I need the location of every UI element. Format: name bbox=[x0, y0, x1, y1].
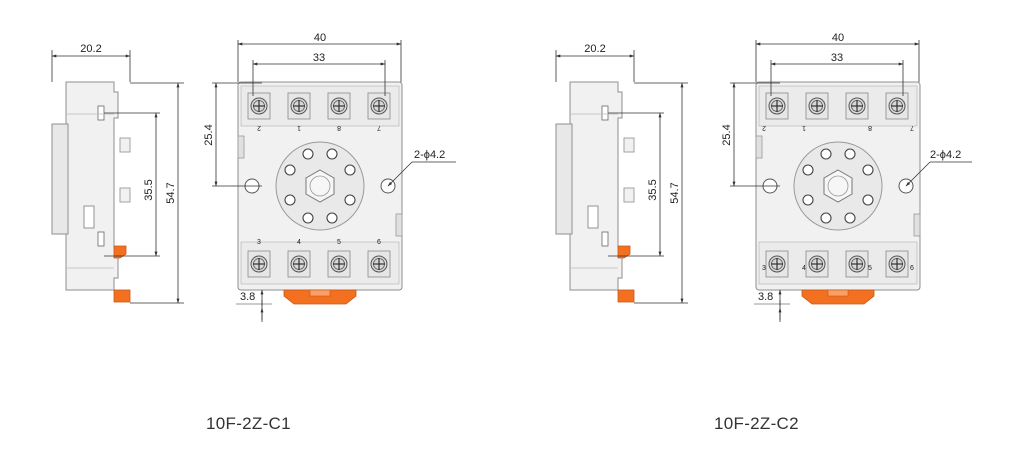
terminal-label-5: 5 bbox=[337, 239, 341, 246]
front-terminal-span-dim-c2: 33 bbox=[831, 52, 843, 64]
front-view-c2: 2 1 8 7 3 4 5 6 bbox=[756, 82, 920, 304]
front-view-dims-c2: 40 33 25.4 2-ϕ4.2 3.8 bbox=[721, 32, 972, 322]
model-caption-c1: 10F-2Z-C1 bbox=[206, 414, 291, 433]
clip-dim-c1: 3.8 bbox=[240, 291, 255, 303]
side-view-dims-c2: 20.2 54.7 35.5 bbox=[555, 43, 688, 304]
terminal-label-4: 4 bbox=[297, 239, 301, 246]
model-caption-c2: 10F-2Z-C2 bbox=[714, 414, 799, 433]
terminal-label-1: 1 bbox=[297, 124, 301, 131]
side-depth-dim-c1: 20.2 bbox=[80, 43, 101, 55]
hole-callout-c2: 2-ϕ4.2 bbox=[930, 149, 961, 161]
side-hole-span-dim-c1: 35.5 bbox=[143, 179, 155, 200]
terminal-label-8: 8 bbox=[337, 124, 341, 131]
side-depth-dim-c2: 20.2 bbox=[584, 43, 605, 55]
terminal-label-7: 7 bbox=[377, 124, 381, 131]
front-hole-offset-dim-c1: 25.4 bbox=[203, 124, 215, 145]
terminal-label-1-c2: 1 bbox=[802, 124, 806, 131]
terminal-label-5-c2: 5 bbox=[868, 265, 872, 272]
side-view-dims-c1: 20.2 54.7 35.5 bbox=[51, 43, 184, 304]
terminal-label-3: 3 bbox=[257, 239, 261, 246]
front-view-c1: 2 1 8 7 3 4 5 6 bbox=[238, 82, 402, 304]
clip-dim-c2: 3.8 bbox=[758, 291, 773, 303]
front-hole-offset-dim-c2: 25.4 bbox=[721, 124, 733, 145]
terminal-label-6-c2: 6 bbox=[910, 265, 914, 272]
terminal-label-3-c2: 3 bbox=[762, 265, 766, 272]
terminal-label-4-c2: 4 bbox=[802, 265, 806, 272]
side-view-c1 bbox=[51, 81, 131, 303]
terminal-label-2-c2: 2 bbox=[762, 124, 766, 131]
terminal-label-7-c2: 7 bbox=[910, 124, 914, 131]
side-height-dim-c2: 54.7 bbox=[669, 182, 681, 203]
front-width-dim-c1: 40 bbox=[314, 32, 326, 44]
terminal-label-8-c2: 8 bbox=[868, 124, 872, 131]
side-view-c2 bbox=[555, 81, 635, 303]
side-height-dim-c1: 54.7 bbox=[165, 182, 177, 203]
front-view-dims-c1: 40 33 25.4 2-ϕ4.2 3.8 bbox=[203, 32, 456, 322]
terminal-label-2: 2 bbox=[257, 124, 261, 131]
front-terminal-span-dim-c1: 33 bbox=[313, 52, 325, 64]
terminal-label-6: 6 bbox=[377, 239, 381, 246]
front-width-dim-c2: 40 bbox=[832, 32, 844, 44]
hole-callout-c1: 2-ϕ4.2 bbox=[414, 149, 445, 161]
side-hole-span-dim-c2: 35.5 bbox=[647, 179, 659, 200]
